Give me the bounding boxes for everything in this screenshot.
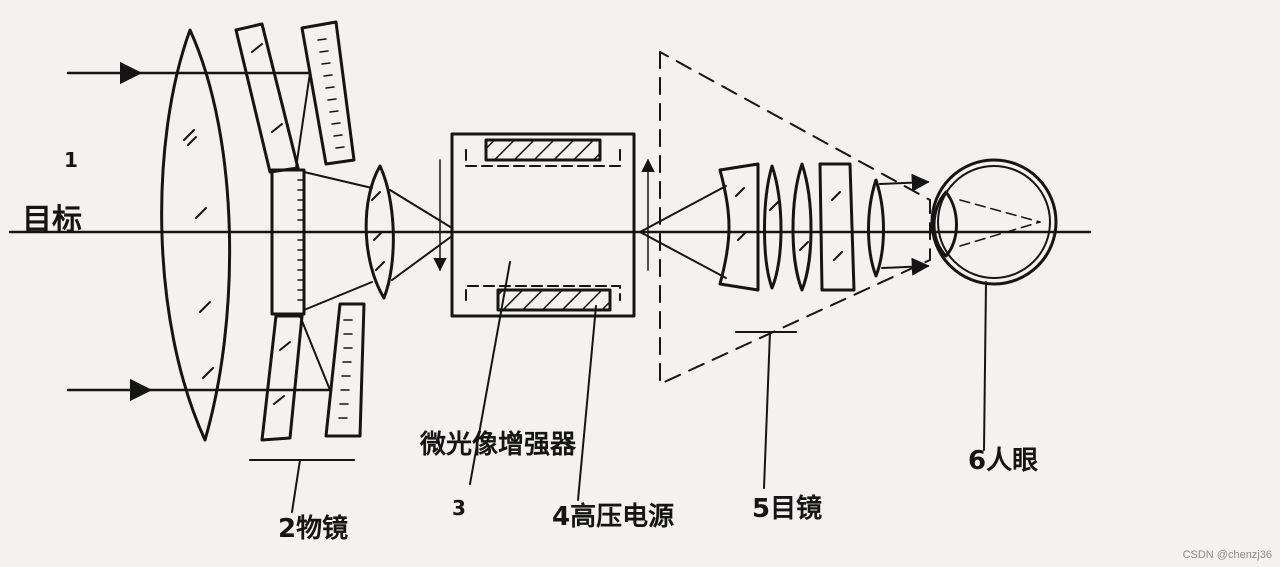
intensifier-hatched-top bbox=[484, 138, 602, 162]
leader-intensifier bbox=[469, 261, 511, 485]
eye-cornea bbox=[932, 190, 958, 258]
relay-lens bbox=[364, 164, 395, 300]
objective-scale-top bbox=[300, 20, 356, 166]
objective-label: 2物镜 bbox=[278, 514, 349, 544]
objective-center-plate bbox=[270, 168, 306, 316]
eyepiece-lens-3 bbox=[791, 162, 813, 292]
objective-scale-bottom bbox=[324, 302, 366, 438]
leader-eye bbox=[983, 281, 987, 451]
eye-label: 6人眼 bbox=[968, 446, 1039, 476]
eyepiece-lens-5 bbox=[867, 178, 885, 278]
watermark: CSDN @chenzj36 bbox=[1182, 549, 1272, 561]
objective-meniscus-top bbox=[234, 22, 300, 174]
objective-main-lens bbox=[160, 28, 232, 442]
eyepiece-lens-2 bbox=[763, 164, 783, 290]
power-supply-label: 4高压电源 bbox=[552, 502, 675, 532]
intensifier-tube bbox=[450, 132, 636, 318]
intensifier-label: 微光像增强器 bbox=[420, 430, 577, 460]
eye-globe bbox=[930, 158, 1058, 286]
target-number: 1 bbox=[64, 148, 78, 172]
leader-power bbox=[577, 305, 597, 501]
intensifier-hatched-bottom bbox=[496, 288, 612, 312]
eyepiece-lens-1 bbox=[718, 162, 760, 292]
eyepiece-cone bbox=[659, 51, 931, 385]
intensifier-number: 3 bbox=[452, 496, 466, 520]
eyepiece-label: 5目镜 bbox=[752, 494, 823, 524]
target-label: 目标 bbox=[22, 203, 82, 238]
objective-meniscus-bottom bbox=[260, 314, 304, 442]
eyepiece-lens-4 bbox=[818, 162, 856, 292]
